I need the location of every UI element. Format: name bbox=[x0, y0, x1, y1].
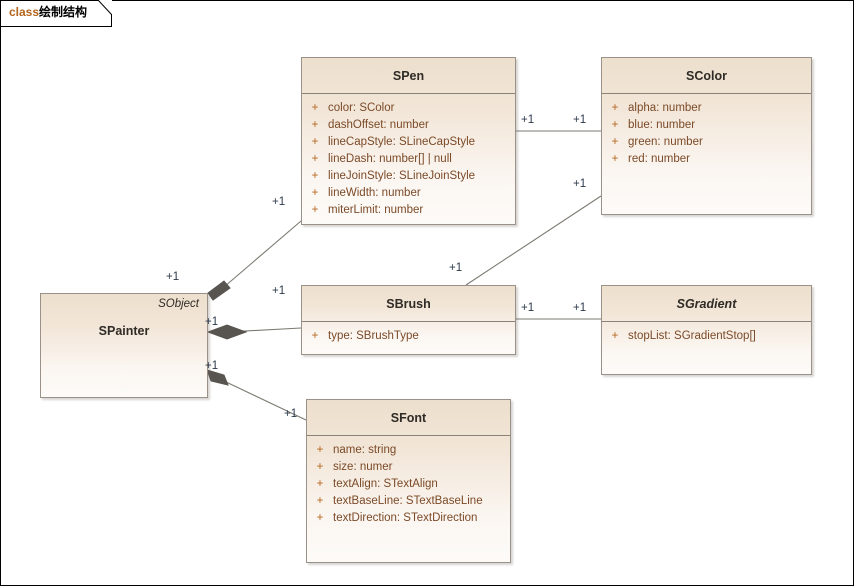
attribute-signature: lineJoinStyle: SLineJoinStyle bbox=[328, 170, 476, 182]
attribute-signature: lineWidth: number bbox=[328, 187, 421, 199]
class-box-sbrush[interactable]: SBrush + type: SBrushType bbox=[301, 285, 516, 355]
multiplicity-label-gradient-brush: +1 bbox=[573, 302, 587, 314]
visibility-marker: + bbox=[311, 102, 319, 114]
multiplicity-label-color-pen: +1 bbox=[573, 114, 587, 126]
class-title-scolor: SColor bbox=[602, 58, 811, 94]
attribute-row: + size: numer bbox=[307, 461, 510, 478]
class-stereotype-spainter: SObject bbox=[158, 298, 199, 310]
attribute-signature: textDirection: STextDirection bbox=[333, 512, 478, 524]
visibility-marker: + bbox=[611, 102, 619, 114]
class-box-spen[interactable]: SPen + color: SColor + dashOffset: numbe… bbox=[301, 57, 516, 225]
visibility-marker: + bbox=[316, 478, 324, 490]
visibility-marker: + bbox=[311, 136, 319, 148]
attribute-row: + lineCapStyle: SLineCapStyle bbox=[302, 136, 515, 153]
visibility-marker: + bbox=[611, 119, 619, 131]
attribute-signature: miterLimit: number bbox=[328, 204, 424, 216]
attribute-row: + textDirection: STextDirection bbox=[307, 512, 510, 529]
multiplicity-label-brush-gradient: +1 bbox=[521, 302, 535, 314]
frame-tab-text: class绘制结构 bbox=[9, 4, 87, 20]
attribute-signature: type: SBrushType bbox=[328, 330, 419, 342]
attribute-row: + textAlign: STextAlign bbox=[307, 478, 510, 495]
class-title-sgradient: SGradient bbox=[602, 286, 811, 322]
class-title-spainter: SPainter bbox=[98, 324, 150, 338]
attribute-row: + name: string bbox=[307, 444, 510, 461]
class-title-sfont: SFont bbox=[307, 400, 510, 436]
class-box-sfont[interactable]: SFont + name: string + size: numer + tex… bbox=[306, 399, 511, 563]
attribute-row: + dashOffset: number bbox=[302, 119, 515, 136]
multiplicity-label-brush-color: +1 bbox=[449, 262, 463, 274]
attribute-row: + miterLimit: number bbox=[302, 204, 515, 221]
multiplicity-label-painter-font: +1 bbox=[205, 360, 219, 372]
visibility-marker: + bbox=[316, 512, 324, 524]
class-title-spen: SPen bbox=[302, 58, 515, 94]
class-attributes-sbrush: + type: SBrushType bbox=[302, 322, 515, 355]
attribute-signature: stopList: SGradientStop[] bbox=[628, 330, 756, 342]
attribute-row: + type: SBrushType bbox=[302, 330, 515, 347]
visibility-marker: + bbox=[311, 170, 319, 182]
frame-tab-shape bbox=[0, 0, 112, 27]
attribute-signature: color: SColor bbox=[328, 102, 395, 114]
class-attributes-sfont: + name: string + size: numer + textAlign… bbox=[307, 436, 510, 537]
multiplicity-label-painter-pen: +1 bbox=[166, 271, 180, 283]
attribute-signature: blue: number bbox=[628, 119, 696, 131]
multiplicity-label-brush-painter: +1 bbox=[272, 285, 286, 297]
frame-tab-keyword: class bbox=[9, 5, 40, 19]
attribute-signature: red: number bbox=[628, 153, 691, 165]
frame-tab-name: 绘制结构 bbox=[39, 5, 88, 19]
visibility-marker: + bbox=[311, 187, 319, 199]
multiplicity-label-font-painter: +1 bbox=[284, 408, 298, 420]
class-box-spainter[interactable]: SObject SPainter bbox=[40, 293, 208, 398]
class-attributes-sgradient: + stopList: SGradientStop[] bbox=[602, 322, 811, 355]
attribute-signature: lineCapStyle: SLineCapStyle bbox=[328, 136, 476, 148]
class-body-spainter: SObject SPainter bbox=[41, 294, 207, 397]
visibility-marker: + bbox=[311, 204, 319, 216]
class-attributes-spen: + color: SColor + dashOffset: number + l… bbox=[302, 94, 515, 229]
visibility-marker: + bbox=[316, 495, 324, 507]
visibility-marker: + bbox=[311, 119, 319, 131]
attribute-row: + lineWidth: number bbox=[302, 187, 515, 204]
attribute-row: + green: number bbox=[602, 136, 811, 153]
attribute-signature: lineDash: number[] | null bbox=[328, 153, 452, 165]
visibility-marker: + bbox=[611, 153, 619, 165]
class-attributes-scolor: + alpha: number + blue: number + green: … bbox=[602, 94, 811, 178]
frame-tab[interactable]: class绘制结构 bbox=[0, 0, 112, 27]
multiplicity-label-color-brush: +1 bbox=[573, 178, 587, 190]
visibility-marker: + bbox=[316, 444, 324, 456]
attribute-row: + red: number bbox=[602, 153, 811, 170]
multiplicity-label-pen-painter: +1 bbox=[272, 196, 286, 208]
attribute-signature: green: number bbox=[628, 136, 703, 148]
attribute-row: + blue: number bbox=[602, 119, 811, 136]
attribute-signature: textAlign: STextAlign bbox=[333, 478, 438, 490]
attribute-signature: textBaseLine: STextBaseLine bbox=[333, 495, 483, 507]
attribute-signature: dashOffset: number bbox=[328, 119, 429, 131]
class-box-scolor[interactable]: SColor + alpha: number + blue: number + … bbox=[601, 57, 812, 215]
attribute-row: + textBaseLine: STextBaseLine bbox=[307, 495, 510, 512]
multiplicity-label-painter-brush: +1 bbox=[205, 316, 219, 328]
attribute-row: + stopList: SGradientStop[] bbox=[602, 330, 811, 347]
attribute-signature: name: string bbox=[333, 444, 397, 456]
visibility-marker: + bbox=[316, 461, 324, 473]
attribute-signature: size: numer bbox=[333, 461, 393, 473]
multiplicity-label-pen-color: +1 bbox=[521, 114, 535, 126]
visibility-marker: + bbox=[611, 136, 619, 148]
visibility-marker: + bbox=[311, 330, 319, 342]
class-title-sbrush: SBrush bbox=[302, 286, 515, 322]
attribute-row: + alpha: number bbox=[602, 102, 811, 119]
attribute-row: + lineDash: number[] | null bbox=[302, 153, 515, 170]
attribute-signature: alpha: number bbox=[628, 102, 702, 114]
class-box-sgradient[interactable]: SGradient + stopList: SGradientStop[] bbox=[601, 285, 812, 375]
visibility-marker: + bbox=[311, 153, 319, 165]
attribute-row: + color: SColor bbox=[302, 102, 515, 119]
attribute-row: + lineJoinStyle: SLineJoinStyle bbox=[302, 170, 515, 187]
visibility-marker: + bbox=[611, 330, 619, 342]
